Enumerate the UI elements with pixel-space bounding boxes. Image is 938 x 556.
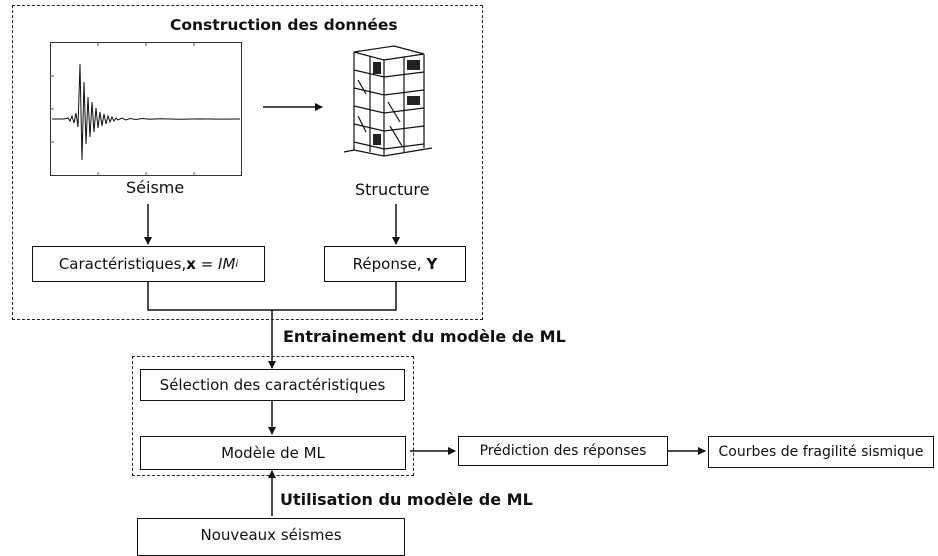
response-prefix: Réponse, <box>352 255 427 273</box>
new-quakes-box: Nouveaux séismes <box>137 518 405 556</box>
features-equals: = <box>195 255 219 273</box>
prediction-box: Prédiction des réponses <box>458 436 668 466</box>
features-prefix: Caractéristiques, <box>58 255 187 273</box>
structure-label: Structure <box>355 180 430 199</box>
features-sub: i <box>235 258 239 270</box>
construction-region <box>12 5 483 320</box>
training-label: Entrainement du modèle de ML <box>283 327 566 346</box>
features-var: x <box>186 255 196 273</box>
features-im: IM <box>218 255 236 273</box>
response-var: Y <box>426 255 438 273</box>
model-region <box>132 356 414 476</box>
construction-title: Construction des données <box>170 16 398 34</box>
seisme-label: Séisme <box>126 178 185 197</box>
ml-model-box: Modèle de ML <box>140 436 406 470</box>
selection-box: Sélection des caractéristiques <box>140 369 405 401</box>
usage-label: Utilisation du modèle de ML <box>280 490 533 509</box>
building-image <box>343 45 433 157</box>
response-box: Réponse, Y <box>324 246 466 282</box>
seismogram-image <box>50 42 242 176</box>
fragility-box: Courbes de fragilité sismique <box>708 436 934 468</box>
